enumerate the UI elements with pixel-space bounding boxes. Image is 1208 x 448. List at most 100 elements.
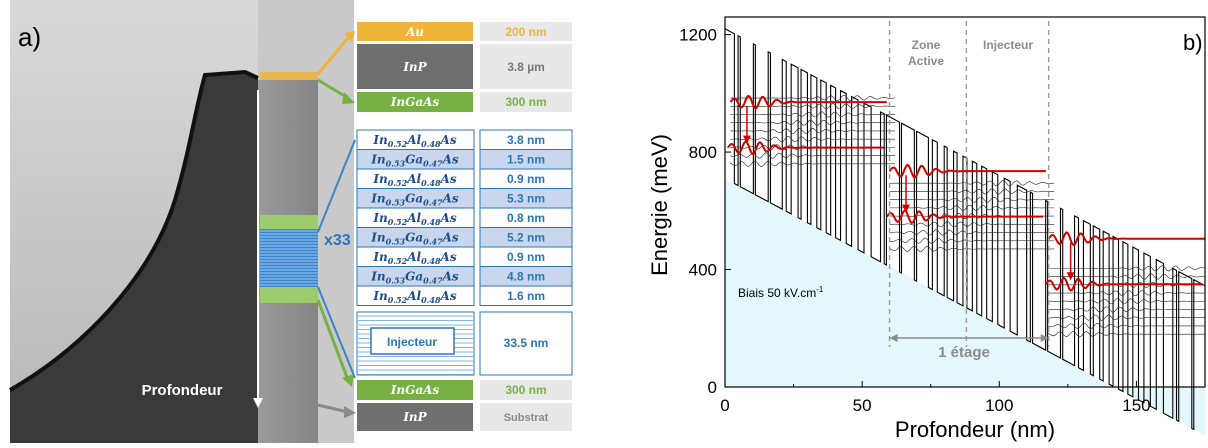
layer-label-subscript: 0.52 — [388, 217, 408, 227]
layer-label-subscript: 0.47 — [423, 159, 443, 169]
layer-label-element: In — [372, 211, 387, 225]
layer-label: In0.52Al0.48As — [372, 250, 456, 266]
layer-label-element: Ga — [405, 231, 423, 245]
layer-label-element: In — [372, 289, 387, 303]
layer-label-element: In — [372, 172, 387, 186]
sem-ingaas-bottom — [260, 287, 318, 303]
layer-label-element: As — [440, 250, 457, 264]
depth-label: Profondeur — [142, 382, 223, 399]
layer-label-subscript: 0.48 — [421, 295, 441, 305]
injector-thickness-box — [479, 311, 573, 376]
subband-level — [889, 237, 1055, 244]
layer-label-element: As — [440, 211, 457, 225]
layer-label-subscript: 0.48 — [421, 178, 441, 188]
y-tick-label: 400 — [689, 261, 717, 280]
layer-label-element: Ga — [405, 192, 423, 206]
ridge-outline — [9, 69, 259, 392]
layer-label-subscript: 0.53 — [386, 237, 406, 247]
sem-gold-cap — [260, 72, 318, 80]
y-tick-label: 800 — [689, 143, 717, 162]
subband-level — [889, 196, 1055, 203]
sem-ingaas-top — [260, 215, 318, 229]
layer-cell — [356, 285, 475, 306]
layer-label-element: As — [442, 192, 459, 206]
layer-label-subscript: 0.53 — [386, 276, 406, 286]
lasing-level — [1047, 231, 1205, 247]
subband-level — [730, 160, 896, 168]
au-thickness: 200 nm — [505, 25, 546, 39]
subband-level — [889, 205, 1055, 211]
y-tick-label: 0 — [708, 378, 717, 397]
layer-label-element: As — [442, 270, 459, 284]
layer-label-subscript: 0.48 — [421, 217, 441, 227]
subband-level — [889, 180, 1055, 187]
conduction-band — [724, 28, 1206, 431]
ingaas-top-box — [357, 92, 473, 112]
ingaas-top-label: InGaAs — [390, 95, 440, 109]
injector-thickness: 33.5 nm — [504, 336, 549, 350]
layer-thickness: 0.9 nm — [507, 172, 545, 186]
depth-arrowhead — [253, 398, 263, 408]
layer-label-element: Al — [406, 289, 421, 303]
layer-label-subscript: 0.52 — [388, 295, 408, 305]
layer-label: In0.53Ga0.47As — [370, 153, 459, 169]
injector-label-box — [370, 327, 455, 355]
layer-label-subscript: 0.47 — [423, 237, 443, 247]
layer-label-element: Al — [406, 250, 421, 264]
lasing-level — [888, 163, 1046, 179]
inp-substrate-box — [357, 403, 473, 431]
injector-label: Injecteur — [387, 335, 437, 349]
bias-label: Biais 50 kV.cm-1 — [738, 285, 824, 300]
substrate-thickness-box — [480, 403, 572, 431]
x-tick-label: 50 — [853, 396, 872, 415]
stack-connectors — [316, 139, 356, 418]
layer-label-element: In — [370, 270, 385, 284]
layer-label-element: As — [442, 231, 459, 245]
zone-active-label-2: Active — [908, 54, 944, 68]
subband-level — [1048, 273, 1205, 280]
lasing-level — [729, 94, 887, 110]
layer-label-subscript: 0.48 — [421, 139, 441, 149]
layer-label: In0.53Ga0.47As — [370, 270, 459, 286]
layer-label-element: Al — [406, 211, 421, 225]
inp-top-label: InP — [402, 60, 427, 74]
layer-label-subscript: 0.47 — [423, 198, 443, 208]
transition-arrowhead — [1066, 272, 1075, 281]
layer-label: In0.52Al0.48As — [372, 211, 456, 227]
injector-zone-label: Injecteur — [983, 38, 1033, 52]
x-tick-label: 0 — [720, 396, 729, 415]
lasing-level — [726, 140, 885, 156]
inp-substrate-label: InP — [402, 410, 427, 424]
top-connectors — [316, 31, 355, 104]
layer-thickness: 5.3 nm — [507, 192, 545, 206]
subband-level — [1048, 306, 1205, 313]
layer-thickness: 0.9 nm — [507, 250, 545, 264]
zone-active-label-1: Zone — [912, 38, 941, 52]
x-axis-label: Profondeur (nm) — [895, 417, 1055, 442]
layer-thickness: 0.8 nm — [507, 211, 545, 225]
ingaas-bottom-box — [357, 380, 473, 400]
layer-thickness: 1.6 nm — [507, 289, 545, 303]
subband-level — [730, 111, 896, 118]
subband-level — [730, 127, 896, 134]
subband-level — [730, 152, 896, 159]
layer-label-subscript: 0.52 — [388, 178, 408, 188]
bias-value: Biais 50 kV.cm — [738, 286, 816, 300]
band-shading — [725, 178, 1205, 436]
subband-level — [730, 119, 896, 126]
layer-label-element: As — [442, 153, 459, 167]
substrate-thickness: Substrat — [504, 412, 549, 424]
y-axis-label: Energie (meV) — [647, 134, 672, 276]
stage-label: 1 étage — [938, 344, 990, 361]
layer-label-subscript: 0.48 — [421, 256, 441, 266]
layer-label: In0.52Al0.48As — [372, 289, 456, 305]
subband-level — [1048, 298, 1205, 305]
sem-active-stack — [260, 229, 318, 287]
ingaas-top-thickness-box — [480, 92, 572, 112]
layer-label-subscript: 0.52 — [388, 139, 408, 149]
subband-level — [1048, 265, 1205, 272]
subband-level — [889, 221, 1055, 228]
layer-label-element: As — [440, 133, 457, 147]
ridge-profile — [10, 72, 258, 443]
